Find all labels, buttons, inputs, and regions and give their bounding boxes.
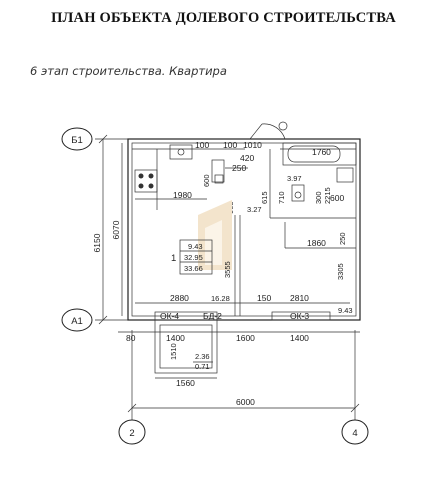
area-living: 9.43 bbox=[188, 242, 203, 251]
dim-615: 615 bbox=[260, 191, 269, 204]
dim-600a: 600 bbox=[202, 174, 211, 187]
axis-marker-b1 bbox=[61, 127, 93, 151]
dim-100b: 100 bbox=[223, 140, 237, 150]
axis-marker-2 bbox=[118, 419, 146, 445]
dim-250b: 250 bbox=[338, 232, 347, 245]
axis-label-2: 2 bbox=[129, 428, 134, 439]
page-subtitle: 6 этап строительства. Квартира bbox=[30, 64, 227, 78]
kitchen-sink bbox=[169, 144, 193, 160]
dim-420: 420 bbox=[240, 153, 254, 163]
dim-2880: 2880 bbox=[170, 293, 189, 303]
dim-3555: 3555 bbox=[223, 261, 232, 278]
dim-1600: 1600 bbox=[236, 333, 255, 343]
room-number: 1 bbox=[171, 253, 176, 264]
axis-label-b1: Б1 bbox=[71, 135, 83, 146]
dim-6150: 6150 bbox=[92, 233, 102, 252]
dim-3-27: 3.27 bbox=[247, 205, 262, 214]
outer-wall bbox=[127, 138, 361, 321]
toilet bbox=[291, 184, 305, 202]
washbasin bbox=[336, 167, 354, 183]
dim-80: 80 bbox=[126, 333, 136, 343]
shaft bbox=[211, 159, 225, 183]
axis-label-4: 4 bbox=[352, 428, 357, 439]
dim-3-97: 3.97 bbox=[287, 174, 302, 183]
room-area-box bbox=[179, 239, 213, 275]
dim-150: 150 bbox=[257, 293, 271, 303]
dim-1860: 1860 bbox=[307, 238, 326, 248]
page-title: ПЛАН ОБЪЕКТА ДОЛЕВОГО СТРОИТЕЛЬСТВА bbox=[51, 10, 396, 26]
dim-1510: 1510 bbox=[169, 343, 178, 360]
dim-300: 300 bbox=[314, 191, 323, 204]
dim-9-43b: 9.43 bbox=[338, 306, 353, 315]
balcony bbox=[154, 319, 218, 374]
dim-2810: 2810 bbox=[290, 293, 309, 303]
dim-6070: 6070 bbox=[111, 220, 121, 239]
label-ok4: ОК-4 bbox=[160, 311, 179, 321]
dim-1010: 1010 bbox=[243, 140, 262, 150]
label-bd2: БД-2 bbox=[203, 311, 222, 321]
area-total-2: 33.66 bbox=[184, 264, 203, 273]
axis-label-a1: А1 bbox=[71, 316, 83, 327]
dim-100a: 100 bbox=[195, 140, 209, 150]
dim-710: 710 bbox=[277, 191, 286, 204]
balcony-area-2: 0.71 bbox=[195, 362, 210, 371]
area-total-1: 32.95 bbox=[184, 253, 203, 262]
axis-marker-4 bbox=[341, 419, 369, 445]
bathtub bbox=[282, 142, 357, 166]
dim-600b: 600 bbox=[330, 193, 344, 203]
dim-2215: 2215 bbox=[323, 187, 332, 204]
axis-marker-a1 bbox=[61, 308, 93, 332]
dim-3305: 3305 bbox=[336, 263, 345, 280]
dim-1760: 1760 bbox=[312, 147, 331, 157]
entrance-door-swing bbox=[249, 123, 286, 140]
dim-16-28: 16.28 bbox=[211, 294, 230, 303]
dim-1400a: 1400 bbox=[166, 333, 185, 343]
dim-1560: 1560 bbox=[176, 378, 195, 388]
balcony-area-1: 2.36 bbox=[195, 352, 210, 361]
dim-6000: 6000 bbox=[236, 397, 255, 407]
dim-1980: 1980 bbox=[173, 190, 192, 200]
dim-1400b: 1400 bbox=[290, 333, 309, 343]
label-ok3: ОК-3 bbox=[290, 311, 309, 321]
kitchen-stove bbox=[134, 169, 158, 193]
